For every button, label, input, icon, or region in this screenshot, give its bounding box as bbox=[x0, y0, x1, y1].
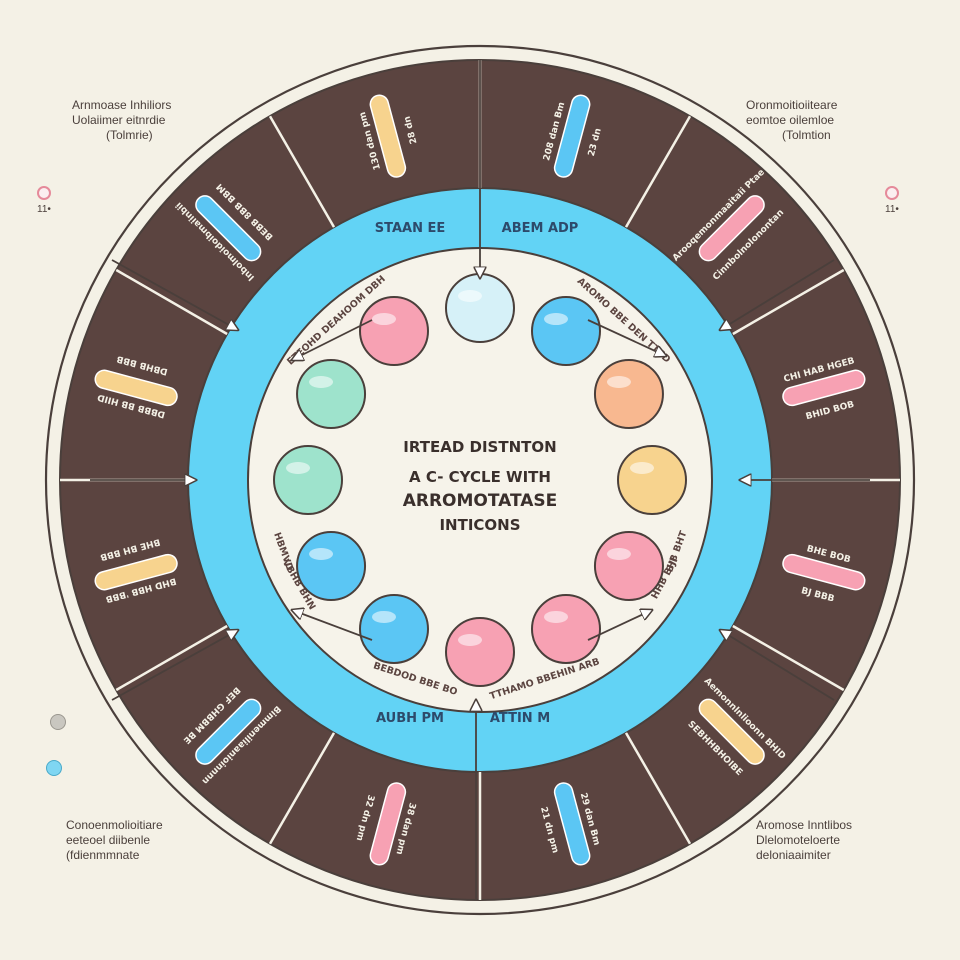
center-text-line: A C- CYCLE WITH bbox=[409, 468, 551, 486]
marker-ring-icon bbox=[37, 186, 51, 200]
corner-note-line: (Tolmrie) bbox=[106, 128, 153, 142]
cyan-dot-icon bbox=[46, 760, 62, 776]
marker-ring-icon bbox=[885, 186, 899, 200]
cycle-bead bbox=[273, 445, 343, 515]
center-text-line: INTICONS bbox=[439, 516, 520, 534]
corner-note-bottom-right: Aromose Inntlibos Dlelomoteloerte deloni… bbox=[756, 818, 926, 863]
bead-highlight bbox=[458, 290, 482, 302]
middle-ring-label: ATTIN M bbox=[490, 711, 550, 726]
segment-pill bbox=[782, 553, 866, 591]
cycle-bead bbox=[359, 296, 429, 367]
corner-note-top-right: Oronmoitioiiteare eomtoe oilemloe (Tolmt… bbox=[746, 98, 916, 143]
corner-note-line: eeteoel diibenle bbox=[66, 833, 151, 847]
side-marker-right: 11• bbox=[872, 186, 912, 215]
bead-highlight bbox=[309, 548, 334, 560]
cycle-bead bbox=[593, 531, 664, 601]
middle-ring-label: STAAN EE bbox=[375, 221, 446, 236]
middle-ring-label: ABEM ADP bbox=[502, 221, 579, 236]
corner-note-bottom-left: Conoenmolioitiare eeteoel diibenle (fdie… bbox=[66, 818, 256, 863]
flow-arrow bbox=[587, 610, 652, 641]
segment-divider bbox=[268, 732, 336, 845]
bead-highlight bbox=[544, 610, 568, 623]
cycle-bead bbox=[445, 273, 515, 343]
segment-pill bbox=[195, 195, 262, 262]
flow-arrow bbox=[587, 319, 666, 356]
segment-divider bbox=[732, 268, 845, 336]
segment-pill bbox=[698, 195, 765, 262]
corner-note-line: Arnmoase Inhiliors bbox=[72, 98, 172, 112]
corner-note-line: Conoenmolioitiare bbox=[66, 818, 163, 832]
cycle-bead bbox=[531, 296, 601, 367]
center-text-line: IRTEAD DISTNTON bbox=[403, 438, 556, 456]
corner-note-line: eomtoe oilemloe bbox=[746, 113, 835, 127]
cycle-bead bbox=[593, 359, 664, 429]
flow-arrow bbox=[720, 630, 835, 701]
bead-highlight bbox=[458, 634, 482, 646]
segment-pill bbox=[698, 698, 765, 765]
outer-outline-circle bbox=[44, 44, 916, 916]
grey-dot-icon bbox=[50, 714, 66, 730]
side-marker-text: 11• bbox=[37, 204, 51, 215]
corner-note-line: Dlelomoteloerte bbox=[756, 833, 841, 847]
corner-note-line: (Tolmtion bbox=[782, 128, 831, 142]
cycle-bead bbox=[445, 617, 515, 687]
bead-highlight bbox=[606, 548, 631, 560]
bead-highlight bbox=[630, 462, 654, 474]
cycle-bead bbox=[296, 359, 367, 429]
segment-divider bbox=[624, 115, 692, 228]
corner-note-line: (fdienmmnate bbox=[66, 848, 140, 862]
segment-pill bbox=[553, 782, 591, 866]
corner-note-line: Aromose Inntlibos bbox=[756, 818, 853, 832]
flow-arrow bbox=[111, 259, 238, 330]
segment-divider bbox=[624, 732, 692, 845]
side-marker-text: 11• bbox=[885, 204, 899, 215]
center-text-line: ARROMOTATASE bbox=[403, 491, 558, 511]
cycle-bead bbox=[531, 593, 601, 664]
flow-arrow bbox=[720, 259, 835, 330]
bead-highlight bbox=[372, 610, 396, 623]
segment-pill bbox=[553, 94, 591, 178]
segment-divider bbox=[732, 624, 845, 692]
corner-note-line: Uolaiimer eitnrdie bbox=[72, 113, 166, 127]
segment-pill bbox=[94, 369, 178, 407]
flow-arrow bbox=[292, 610, 373, 641]
bead-highlight bbox=[309, 376, 334, 388]
cycle-bead bbox=[359, 593, 429, 664]
bead-highlight bbox=[544, 313, 568, 326]
cycle-bead bbox=[296, 531, 367, 601]
segment-divider bbox=[115, 268, 228, 336]
corner-note-line: deloniaaimiter bbox=[756, 848, 831, 862]
side-marker-left: 11• bbox=[24, 186, 64, 215]
bead-highlight bbox=[286, 462, 310, 474]
segment-pill bbox=[369, 94, 407, 178]
flow-arrow bbox=[111, 630, 238, 701]
segment-pill bbox=[94, 553, 178, 591]
corner-note-line: Oronmoitioiiteare bbox=[746, 98, 838, 112]
segment-divider bbox=[115, 624, 228, 692]
flow-arrow bbox=[292, 319, 373, 360]
bead-highlight bbox=[372, 313, 396, 326]
corner-note-top-left: Arnmoase Inhiliors Uolaiimer eitnrdie (T… bbox=[72, 98, 262, 143]
segment-pill bbox=[369, 782, 407, 866]
cycle-bead bbox=[617, 445, 687, 515]
middle-ring-label: AUBH PM bbox=[376, 711, 444, 726]
segment-divider bbox=[268, 115, 336, 228]
bead-highlight bbox=[606, 376, 631, 388]
segment-pill bbox=[782, 369, 866, 407]
